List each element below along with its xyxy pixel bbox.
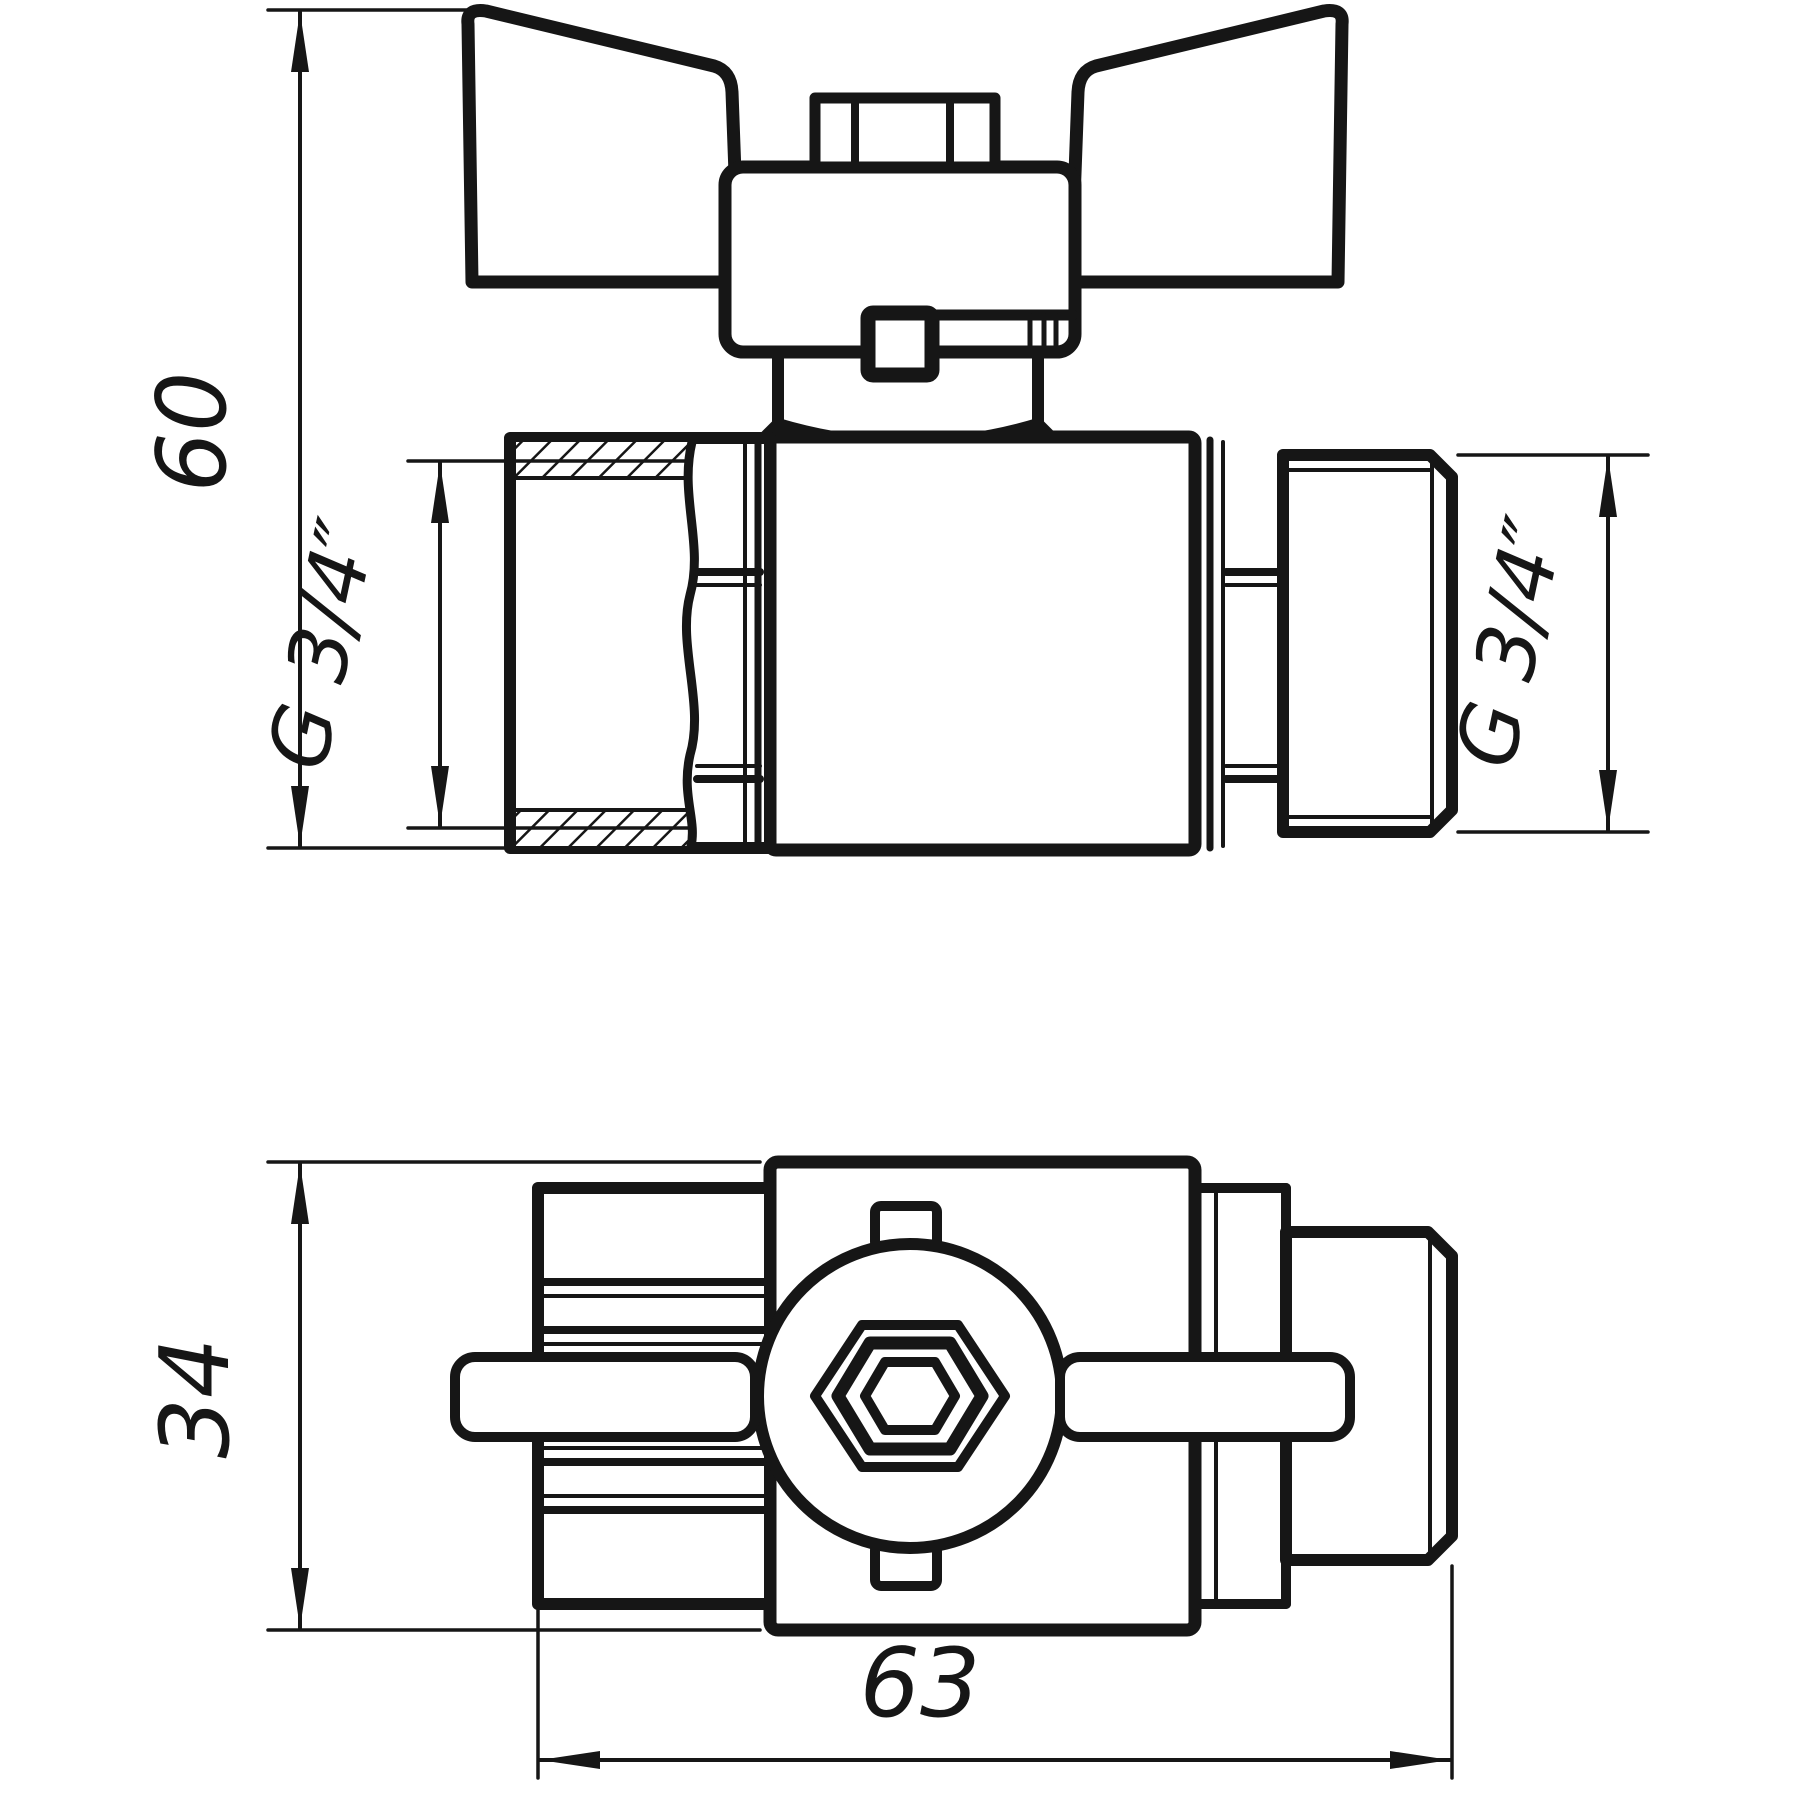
plan-male-thread <box>1280 1226 1458 1566</box>
arrow-60-bottom <box>291 786 309 846</box>
arrow-34-top <box>291 1164 309 1224</box>
handle-bar-right <box>1055 1352 1355 1442</box>
label-length-63: 63 <box>860 1629 981 1739</box>
arrow-63-right <box>1390 1751 1450 1769</box>
plan-view <box>450 1155 1458 1637</box>
handle-bar-left <box>450 1352 760 1442</box>
valve-body <box>763 430 1202 857</box>
arrow-g34r-bottom <box>1599 770 1617 830</box>
hex-drive-hole <box>860 1357 960 1435</box>
female-coupling <box>504 432 776 854</box>
arrow-60-top <box>291 12 309 72</box>
male-thread <box>1277 449 1458 838</box>
arrow-g34r-top <box>1599 457 1617 517</box>
handle-right-wing <box>1064 4 1349 289</box>
label-thread-right: G 3/4″ <box>1438 509 1583 776</box>
dim-34 <box>266 1160 762 1632</box>
dim-g34-right <box>1456 453 1650 834</box>
handle-left-wing <box>461 4 746 289</box>
label-height-60: 60 <box>138 372 248 493</box>
label-height-34: 34 <box>141 1338 251 1459</box>
label-thread-left: G 3/4″ <box>250 511 395 778</box>
arrow-g34l-top <box>431 463 449 523</box>
dim-60 <box>266 8 514 850</box>
handle-top-boss <box>809 92 1001 173</box>
front-view <box>461 4 1458 857</box>
thread-relief-wavy <box>681 437 700 851</box>
handle-drive-square <box>860 305 940 383</box>
arrow-g34l-bottom <box>431 766 449 826</box>
dim-63 <box>536 1564 1454 1780</box>
arrow-63-left <box>540 1751 600 1769</box>
dim-g34-left <box>406 459 690 830</box>
arrow-34-bottom <box>291 1568 309 1628</box>
dimensions <box>266 8 1650 1780</box>
